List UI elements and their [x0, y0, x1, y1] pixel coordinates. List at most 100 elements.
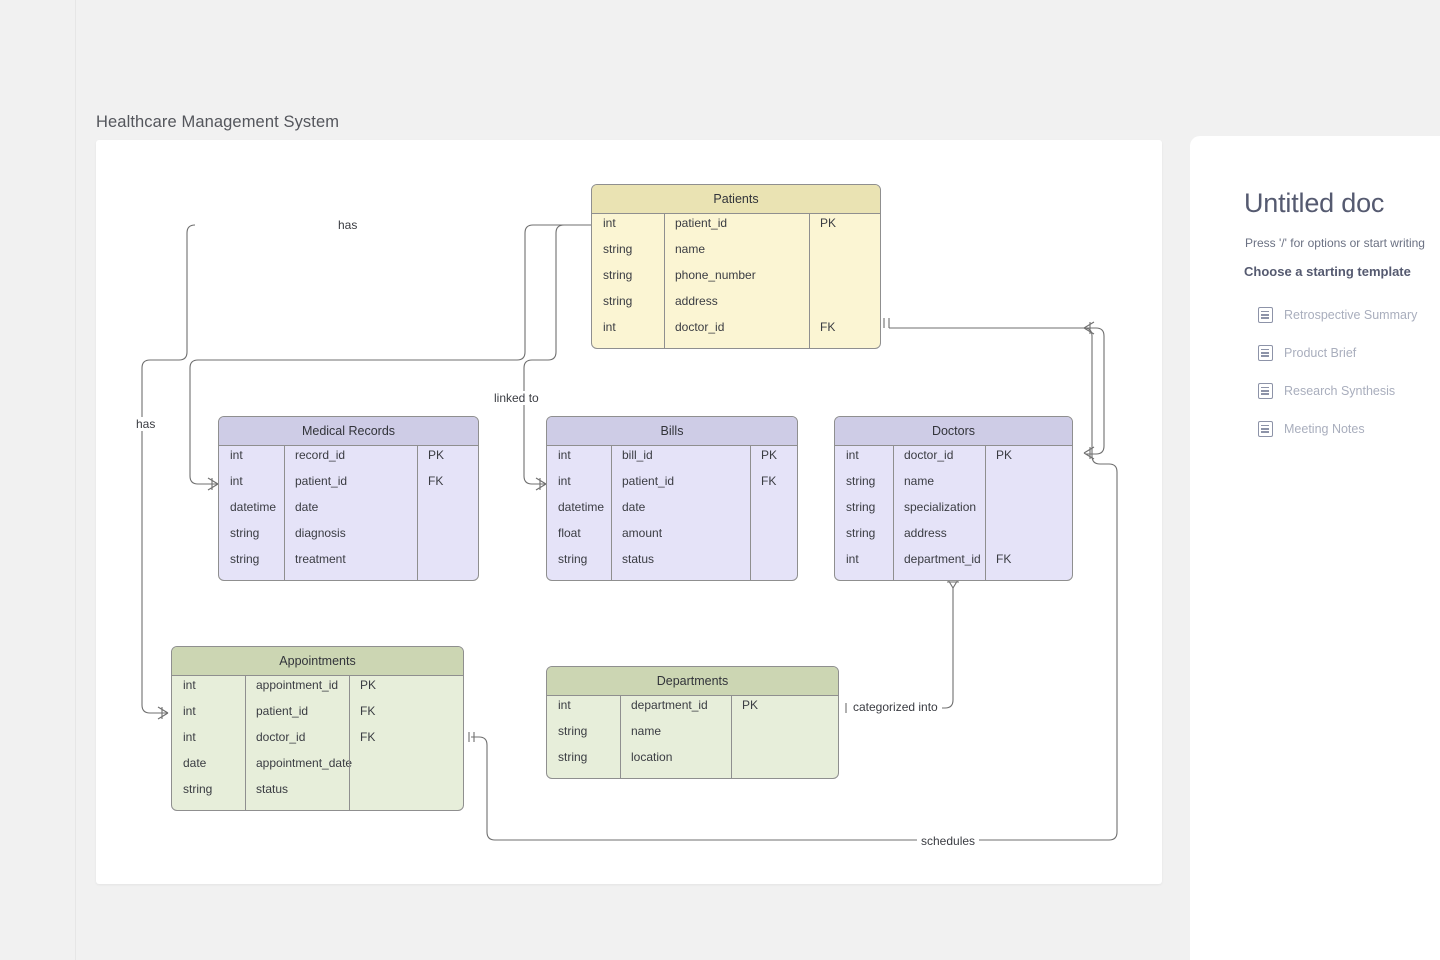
- document-lines-icon: [1258, 383, 1273, 399]
- er-col-key: FK: [428, 474, 444, 488]
- marker-many-doctors-b: [1083, 446, 1095, 460]
- template-item-meeting-notes[interactable]: Meeting Notes: [1244, 410, 1434, 448]
- er-col-name: specialization: [904, 500, 977, 514]
- er-col-type: datetime: [558, 500, 605, 514]
- er-col-type: int: [603, 320, 616, 334]
- er-col-name: doctor_id: [904, 448, 954, 462]
- er-col-name: department_id: [904, 552, 981, 566]
- template-item-product-brief[interactable]: Product Brief: [1244, 334, 1434, 372]
- edge-label-schedules: schedules: [917, 834, 980, 848]
- er-col-key: [809, 266, 820, 269]
- diagram-canvas[interactable]: has has linked to categorized into sched…: [96, 140, 1162, 884]
- er-col-type: int: [183, 730, 196, 744]
- er-col-key: [809, 292, 820, 295]
- er-col-name: appointment_date: [256, 756, 353, 770]
- er-col-name: location: [631, 750, 673, 764]
- er-row: datetime date: [219, 498, 478, 524]
- er-table-header-doctors: Doctors: [835, 417, 1072, 446]
- er-col-key: PK: [996, 448, 1013, 462]
- marker-many-medical-records: [207, 477, 219, 491]
- marker-one-appointments: [468, 732, 475, 742]
- er-col-type: string: [558, 724, 588, 738]
- template-item-retrospective-summary[interactable]: Retrospective Summary: [1244, 296, 1434, 334]
- marker-one-patients-b: [883, 318, 890, 328]
- er-col-key: FK: [996, 552, 1012, 566]
- er-col-key: FK: [820, 320, 836, 334]
- er-col-key: PK: [761, 448, 778, 462]
- er-col-name: date: [295, 500, 319, 514]
- er-col-name: diagnosis: [295, 526, 346, 540]
- er-col-type: string: [230, 526, 260, 540]
- template-item-label: Meeting Notes: [1284, 422, 1365, 436]
- marker-many-appointments: [157, 706, 169, 720]
- template-item-label: Research Synthesis: [1284, 384, 1396, 398]
- er-col-name: name: [631, 724, 662, 738]
- er-col-type: string: [603, 242, 633, 256]
- doc-title[interactable]: Untitled doc: [1244, 188, 1385, 218]
- er-table-header-medical_records: Medical Records: [219, 417, 478, 446]
- document-lines-icon: [1258, 345, 1273, 361]
- template-item-label: Product Brief: [1284, 346, 1357, 360]
- er-col-key: [349, 754, 360, 757]
- er-col-key: PK: [820, 216, 837, 230]
- er-col-name: name: [904, 474, 935, 488]
- er-col-key: PK: [742, 698, 759, 712]
- er-col-key: [809, 240, 820, 243]
- patients-doctors-edge-layer: [889, 327, 1105, 455]
- er-col-name: bill_id: [622, 448, 653, 462]
- er-col-name: phone_number: [675, 268, 756, 282]
- er-col-type: int: [183, 678, 196, 692]
- er-table-header-appointments: Appointments: [172, 647, 463, 676]
- er-row: int doctor_id PK: [835, 446, 1072, 472]
- template-item-research-synthesis[interactable]: Research Synthesis: [1244, 372, 1434, 410]
- er-col-name: department_id: [631, 698, 708, 712]
- doc-placeholder-hint[interactable]: Press '/' for options or start writing: [1245, 236, 1425, 250]
- er-column-divider: [731, 696, 732, 778]
- er-col-type: string: [603, 294, 633, 308]
- er-row: string name: [547, 722, 838, 748]
- edge-label-has-medical-records: has: [334, 218, 362, 232]
- er-col-name: status: [256, 782, 289, 796]
- er-col-key: [985, 498, 996, 501]
- edge-has-appointments: [141, 224, 196, 714]
- er-col-type: int: [230, 448, 243, 462]
- er-col-key: [731, 748, 742, 751]
- er-col-key: [750, 524, 761, 527]
- er-row: string diagnosis: [219, 524, 478, 550]
- er-col-type: int: [183, 704, 196, 718]
- er-column-divider: [417, 446, 418, 580]
- er-col-key: [731, 722, 742, 725]
- edge-categorized-into: [851, 588, 954, 709]
- er-col-type: string: [558, 552, 588, 566]
- er-col-type: date: [183, 756, 207, 770]
- left-rail-divider: [75, 0, 76, 960]
- er-col-name: address: [675, 294, 718, 308]
- er-col-type: int: [846, 448, 859, 462]
- edge-patients-doctors: [889, 327, 1105, 455]
- er-col-type: string: [558, 750, 588, 764]
- er-col-name: doctor_id: [675, 320, 725, 334]
- er-col-key: [417, 550, 428, 553]
- er-row: date appointment_date: [172, 754, 463, 780]
- choose-template-heading: Choose a starting template: [1244, 264, 1411, 279]
- er-col-type: string: [183, 782, 213, 796]
- er-row: int doctor_id FK: [592, 318, 880, 344]
- edge-label-has-appointments: has: [132, 417, 160, 431]
- er-col-name: doctor_id: [256, 730, 306, 744]
- relationship-edges-layer: [141, 220, 1118, 841]
- er-col-type: datetime: [230, 500, 277, 514]
- er-col-name: name: [675, 242, 706, 256]
- er-table-header-bills: Bills: [547, 417, 797, 446]
